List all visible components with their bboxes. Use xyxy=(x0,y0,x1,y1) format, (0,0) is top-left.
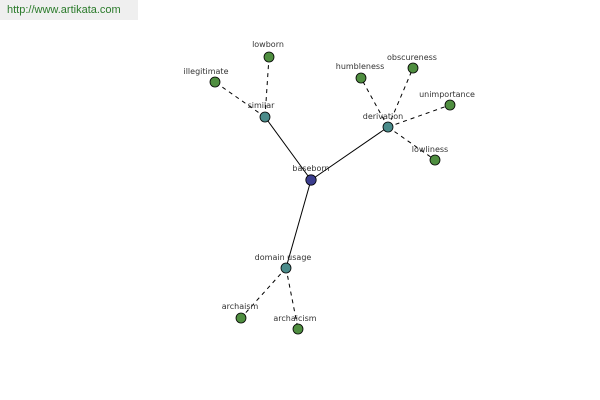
labels-layer: baseborn similar derivation domain usage low… xyxy=(183,40,475,323)
node-label-derivation[interactable]: derivation xyxy=(363,112,403,121)
edges-layer xyxy=(214,56,451,330)
watermark-banner: http://www.artikata.com xyxy=(0,0,138,20)
watermark-link[interactable]: http://www.artikata.com xyxy=(7,4,121,16)
edge-domain-usage-archaism xyxy=(240,267,287,319)
node-humbleness[interactable] xyxy=(355,72,367,84)
node-label-domain-usage[interactable]: domain usage xyxy=(255,253,312,262)
edge-baseborn-domain-usage xyxy=(285,179,312,269)
node-domain-usage[interactable] xyxy=(280,262,292,274)
node-illegitimate[interactable] xyxy=(209,76,221,88)
node-archaicism[interactable] xyxy=(292,323,304,335)
node-unimportance[interactable] xyxy=(444,99,456,111)
node-derivation[interactable] xyxy=(382,121,394,133)
edge-domain-usage-archaicism xyxy=(285,267,299,330)
node-obscureness[interactable] xyxy=(407,62,419,74)
nodes-layer xyxy=(209,51,456,335)
edge-baseborn-similar xyxy=(264,116,312,181)
edge-similar-illegitimate xyxy=(214,81,266,118)
node-lowliness[interactable] xyxy=(429,154,441,166)
node-label-lowliness[interactable]: lowliness xyxy=(412,145,448,154)
node-label-archaism[interactable]: archaism xyxy=(222,302,259,311)
node-label-illegitimate[interactable]: illegitimate xyxy=(183,67,228,76)
edge-derivation-obscureness xyxy=(387,67,414,128)
edge-derivation-humbleness xyxy=(360,77,389,128)
node-label-obscureness[interactable]: obscureness xyxy=(387,53,437,62)
node-similar[interactable] xyxy=(259,111,271,123)
node-label-baseborn[interactable]: baseborn xyxy=(292,164,329,173)
node-label-lowborn[interactable]: lowborn xyxy=(252,40,284,49)
edge-baseborn-derivation xyxy=(310,126,389,181)
node-label-unimportance[interactable]: unimportance xyxy=(419,90,475,99)
node-baseborn[interactable] xyxy=(305,174,317,186)
node-lowborn[interactable] xyxy=(263,51,275,63)
node-label-similar[interactable]: similar xyxy=(248,101,276,110)
edge-derivation-unimportance xyxy=(387,104,451,128)
edge-similar-lowborn xyxy=(264,56,270,118)
node-label-humbleness[interactable]: humbleness xyxy=(336,62,384,71)
edge-derivation-lowliness xyxy=(387,126,436,161)
node-label-archaicism[interactable]: archaicism xyxy=(273,314,316,323)
node-archaism[interactable] xyxy=(235,312,247,324)
